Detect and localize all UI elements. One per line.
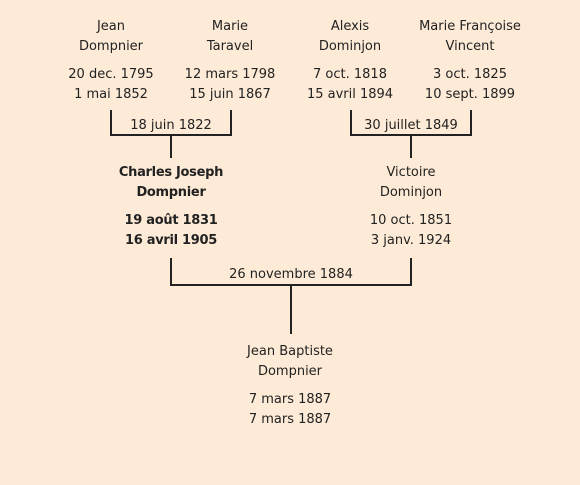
person-victoire-dominjon: Victoire Dominjon 10 oct. 1851 3 janv. 1… [336,163,486,251]
person-marie-taravel: Marie Taravel 12 mars 1798 15 juin 1867 [155,17,305,105]
person-birth-date: 20 dec. 1795 [68,67,154,82]
person-death-date: 15 juin 1867 [189,87,271,102]
person-birth-date: 19 août 1831 [124,213,218,228]
person-charles-joseph-dompnier: Charles Joseph Dompnier 19 août 1831 16 … [96,163,246,251]
marriage-date-paternal: 18 juin 1822 [130,118,212,133]
person-surname: Taravel [206,39,254,54]
person-surname: Dompnier [257,364,323,379]
person-death-date: 3 janv. 1924 [370,233,452,248]
person-death-date: 10 sept. 1899 [424,87,516,102]
person-birth-date: 3 oct. 1825 [433,67,507,82]
person-birth-date: 12 mars 1798 [184,67,276,82]
person-surname: Dompnier [78,39,144,54]
person-surname: Dompnier [136,185,206,200]
person-birth-date: 7 oct. 1818 [313,67,387,82]
person-given-name: Marie [211,19,249,34]
person-marie-francoise-vincent: Marie Françoise Vincent 3 oct. 1825 10 s… [395,17,545,105]
person-given-name: Jean Baptiste [247,344,333,359]
marriage-date-maternal: 30 juillet 1849 [364,118,458,133]
person-given-name: Marie Françoise [419,19,521,34]
person-birth-date: 7 mars 1887 [248,392,332,407]
person-death-date: 1 mai 1852 [74,87,148,102]
person-jean-dompnier: Jean Dompnier 20 dec. 1795 1 mai 1852 [36,17,186,105]
person-surname: Vincent [445,39,495,54]
person-alexis-dominjon: Alexis Dominjon 7 oct. 1818 15 avril 189… [275,17,425,105]
person-death-date: 15 avril 1894 [306,87,394,102]
person-jean-baptiste-dompnier: Jean Baptiste Dompnier 7 mars 1887 7 mar… [215,342,365,430]
person-surname: Dominjon [379,185,443,200]
person-death-date: 16 avril 1905 [125,233,217,248]
person-surname: Dominjon [318,39,382,54]
person-given-name: Jean [96,19,126,34]
marriage-date-parents: 26 novembre 1884 [229,267,353,282]
person-birth-date: 10 oct. 1851 [369,213,453,228]
person-given-name: Victoire [386,165,436,180]
person-death-date: 7 mars 1887 [248,412,332,427]
person-given-name: Alexis [330,19,370,34]
person-given-name: Charles Joseph [118,165,224,180]
